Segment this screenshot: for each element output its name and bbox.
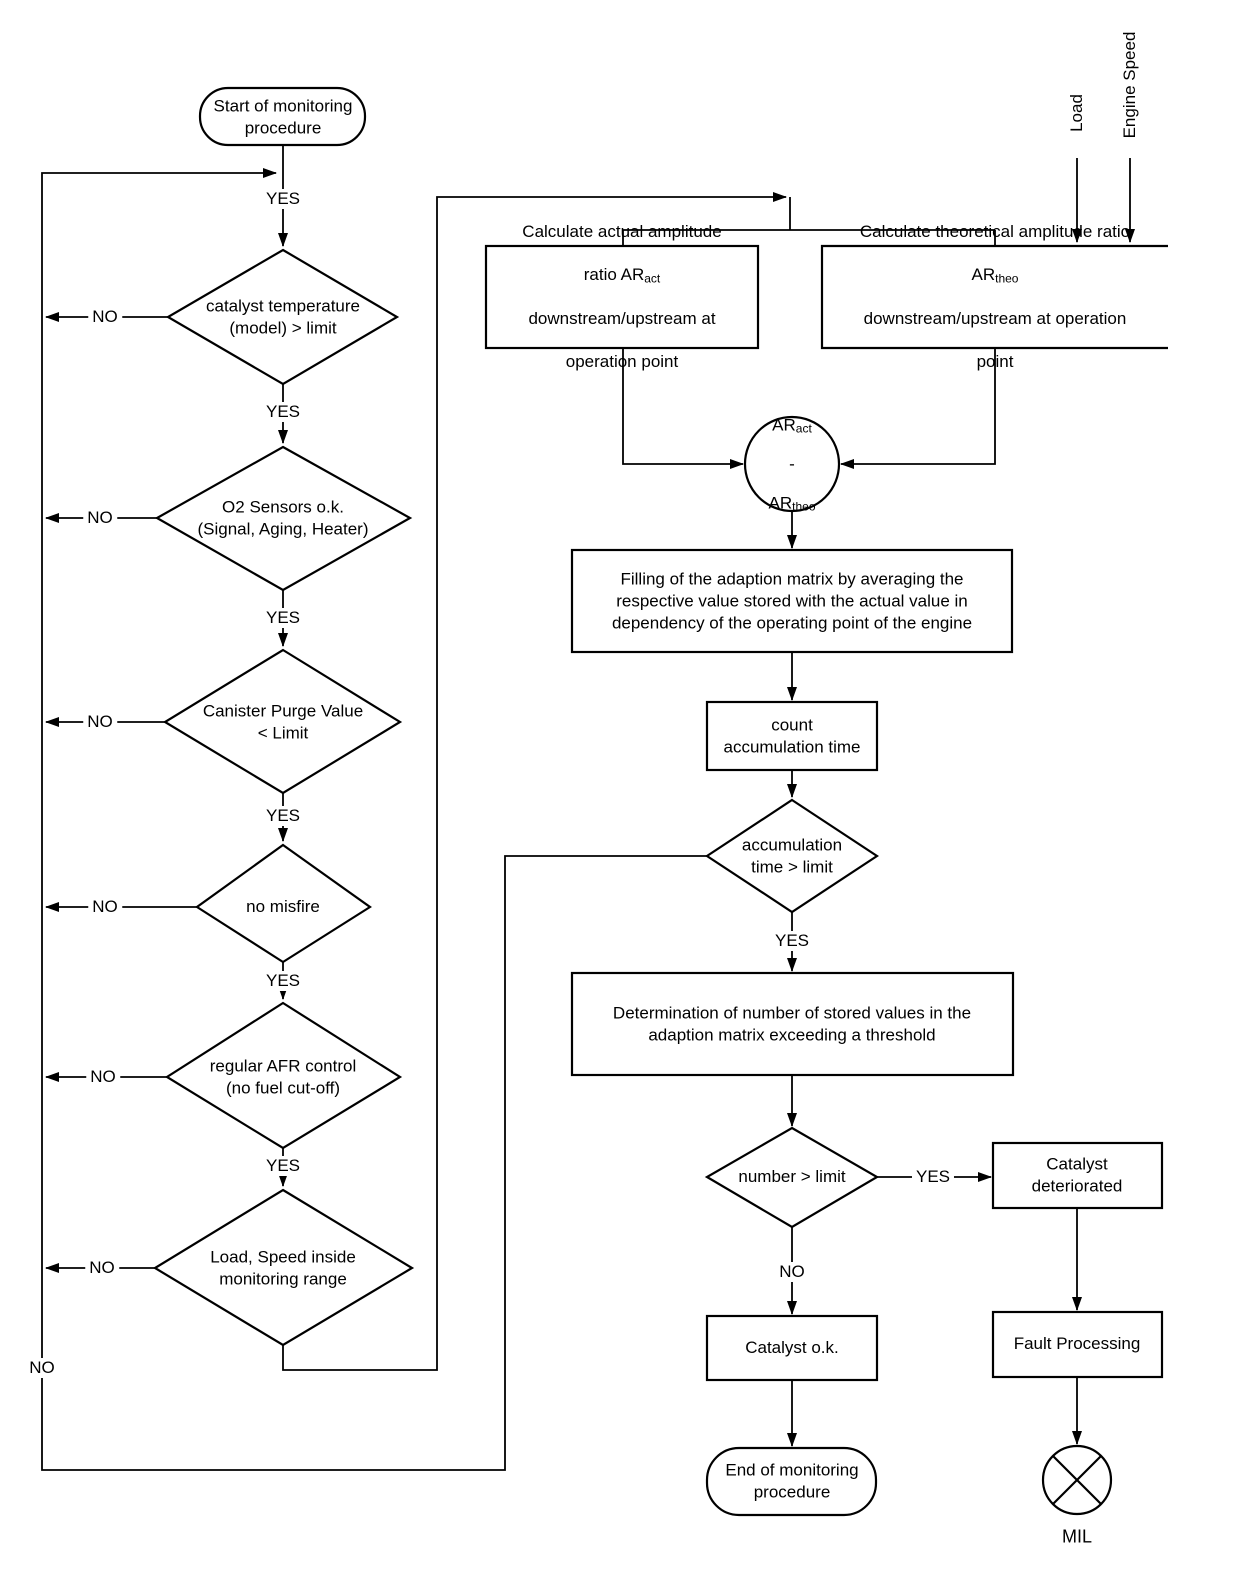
decision-canister-purge-label: Canister Purge Value < Limit [202,701,364,742]
calc-theo-line2: ARtheo [971,265,1019,286]
difference-circle-label: ARact - ARtheo [769,396,816,533]
box-calc-actual-label: Calculate actual amplitude ratio ARact d… [492,199,752,395]
diamond-accumulation [705,798,879,914]
end-terminal-shape [705,1446,878,1517]
difference-circle [743,415,841,513]
edge-theo-to-circle [840,348,996,469]
edge-to-calculation [282,192,787,1371]
yes-label-5: YES [261,1156,305,1176]
box-filling [570,548,1014,654]
yes-label-2: YES [261,608,305,628]
box-determination [570,971,1015,1077]
decision-no-misfire-label: no misfire [246,897,320,917]
calc-theo-line3: downstream/upstream at operation [863,308,1127,328]
no-label-afr: NO [86,1067,120,1087]
circle-ar-theo: ARtheo [768,493,816,514]
box-filling-label: Filling of the adaption matrix by averag… [611,569,973,632]
box-fault-processing-label: Fault Processing [1013,1334,1141,1354]
decision-afr-control-label: regular AFR control (no fuel cut-off) [209,1056,357,1097]
box-fault-processing [991,1310,1164,1379]
no-label-catalyst-temp: NO [88,307,122,327]
mil-label: MIL [1061,1526,1093,1547]
diamond-number-limit [704,1126,880,1229]
calc-theo-line4: point [976,352,1014,372]
box-count-label: count accumulation time [723,715,861,756]
decision-number-limit-label: number > limit [738,1167,846,1187]
diamond-afr-control [164,1001,403,1150]
box-determination-label: Determination of number of stored values… [612,1003,972,1044]
circle-minus: - [789,454,795,474]
yes-label-start: YES [261,189,305,209]
decision-accumulation-label: accumulation time > limit [741,835,843,876]
calc-actual-line3: downstream/upstream at [528,308,716,328]
mil-cross-2 [1052,1455,1102,1505]
no-label-canister-purge: NO [83,712,117,732]
calc-actual-line4: operation point [565,352,679,372]
diamond-load-speed [152,1188,415,1347]
engine-speed-input-label: Engine Speed [1120,31,1139,139]
box-catalyst-deteriorated-label: Catalyst deteriorated [1031,1154,1123,1195]
yes-label-3: YES [261,806,305,826]
calc-theo-line1: Calculate theoretical amplitude ratio [859,221,1131,241]
no-label-number: NO [775,1262,809,1282]
box-calc-actual [484,244,760,350]
diamond-o2-sensors [154,445,413,592]
no-label-misfire: NO [88,897,122,917]
ar-act-subscript: act [644,271,661,286]
box-catalyst-ok [705,1314,879,1382]
yes-label-accumulation: YES [770,931,814,951]
box-count [705,700,879,772]
diamond-canister-purge [162,648,403,795]
edge-act-to-circle [622,348,744,469]
yes-label-number: YES [911,1167,955,1187]
ar-theo-subscript: theo [995,271,1019,286]
decision-load-speed-label: Load, Speed inside monitoring range [210,1247,356,1288]
box-calc-theoretical-label: Calculate theoretical amplitude ratio AR… [825,199,1165,395]
decision-o2-sensors-label: O2 Sensors o.k. (Signal, Aging, Heater) [197,497,369,538]
start-terminal-shape [198,86,367,147]
diamond-catalyst-temp [165,248,400,386]
box-calc-theoretical [820,244,1168,350]
no-label-o2-sensors: NO [83,508,117,528]
yes-label-4: YES [261,971,305,991]
decision-catalyst-temp-label: catalyst temperature (model) > limit [205,296,360,337]
load-input-label: Load [1067,94,1086,132]
diamond-no-misfire [195,843,372,964]
start-terminal-label: Start of monitoring procedure [213,96,353,137]
calc-actual-line1: Calculate actual amplitude [522,221,722,241]
end-terminal-label: End of monitoring procedure [725,1460,859,1501]
calc-actual-line2: ratio ARact [583,265,661,286]
no-label-feedback-loop: NO [25,1358,59,1378]
no-label-load-speed: NO [85,1258,119,1278]
yes-label-1: YES [261,402,305,422]
box-catalyst-deteriorated [991,1141,1164,1210]
edge-feedback-loop [41,168,707,1471]
box-catalyst-ok-label: Catalyst o.k. [745,1338,839,1358]
circle-ar-act: ARact [772,415,812,436]
